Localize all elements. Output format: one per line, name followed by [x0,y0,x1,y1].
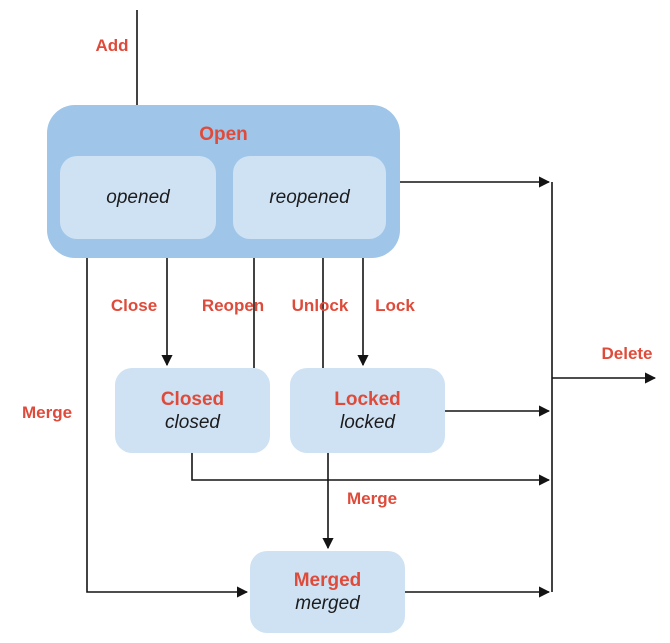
node-merged: Merged merged [250,551,405,633]
node-closed-state: closed [165,411,220,433]
node-merged-state: merged [295,593,360,614]
transition-label-close: Close [110,296,158,315]
transition-label-merge-from-locked: Merge [346,489,398,508]
transition-label-unlock: Unlock [291,296,349,315]
transition-label-merge-from-open: Merge [21,403,73,422]
transition-label-lock: Lock [375,296,415,315]
node-reopened: reopened [233,156,386,239]
transition-label-reopen: Reopen [201,296,265,315]
node-opened-label: opened [106,187,170,208]
node-opened: opened [60,156,216,239]
node-locked: Locked locked [290,368,445,453]
node-reopened-label: reopened [269,187,350,208]
node-open: Open opened reopened [47,105,400,258]
node-merged-title: Merged [293,570,362,591]
node-locked-state: locked [340,411,395,433]
node-locked-title: Locked [334,388,401,410]
node-closed-title: Closed [160,388,225,410]
node-open-title: Open [199,124,248,145]
transition-label-add: Add [95,36,129,55]
node-closed: Closed closed [115,368,270,453]
edge-closed-to-delete [191,453,551,486]
transition-label-delete: Delete [601,344,653,363]
